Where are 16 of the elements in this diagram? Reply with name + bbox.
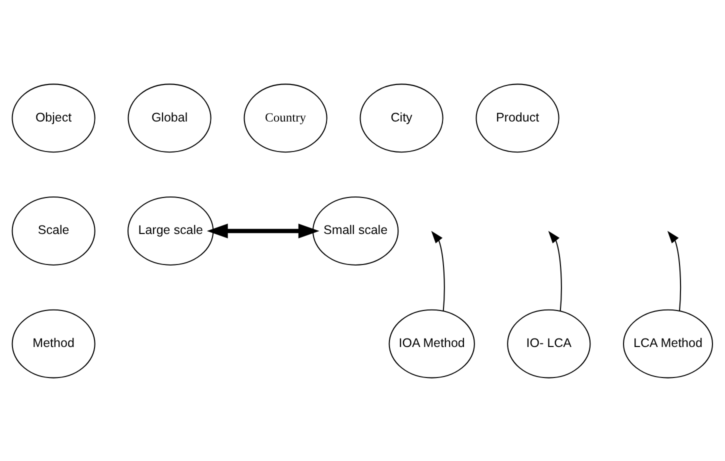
node-ellipse: Small scale bbox=[312, 196, 399, 265]
node-ellipse: Scale bbox=[12, 196, 96, 265]
node-ellipse: IO- LCA bbox=[507, 308, 591, 378]
arrow bbox=[206, 223, 320, 238]
node-ellipse: Method bbox=[12, 308, 96, 378]
arrow bbox=[667, 230, 682, 310]
node-ellipse: Country bbox=[244, 83, 328, 152]
arrow bbox=[431, 230, 445, 310]
arrow bbox=[548, 230, 562, 311]
node-ellipse: Large scale bbox=[127, 196, 214, 265]
node-ellipse: Object bbox=[12, 83, 96, 152]
node-ellipse: LCA Method bbox=[622, 308, 714, 378]
node-ellipse: IOA Method bbox=[388, 308, 475, 378]
node-ellipse: City bbox=[360, 83, 444, 152]
node-ellipse: Product bbox=[476, 83, 560, 152]
node-ellipse: Global bbox=[128, 83, 212, 152]
